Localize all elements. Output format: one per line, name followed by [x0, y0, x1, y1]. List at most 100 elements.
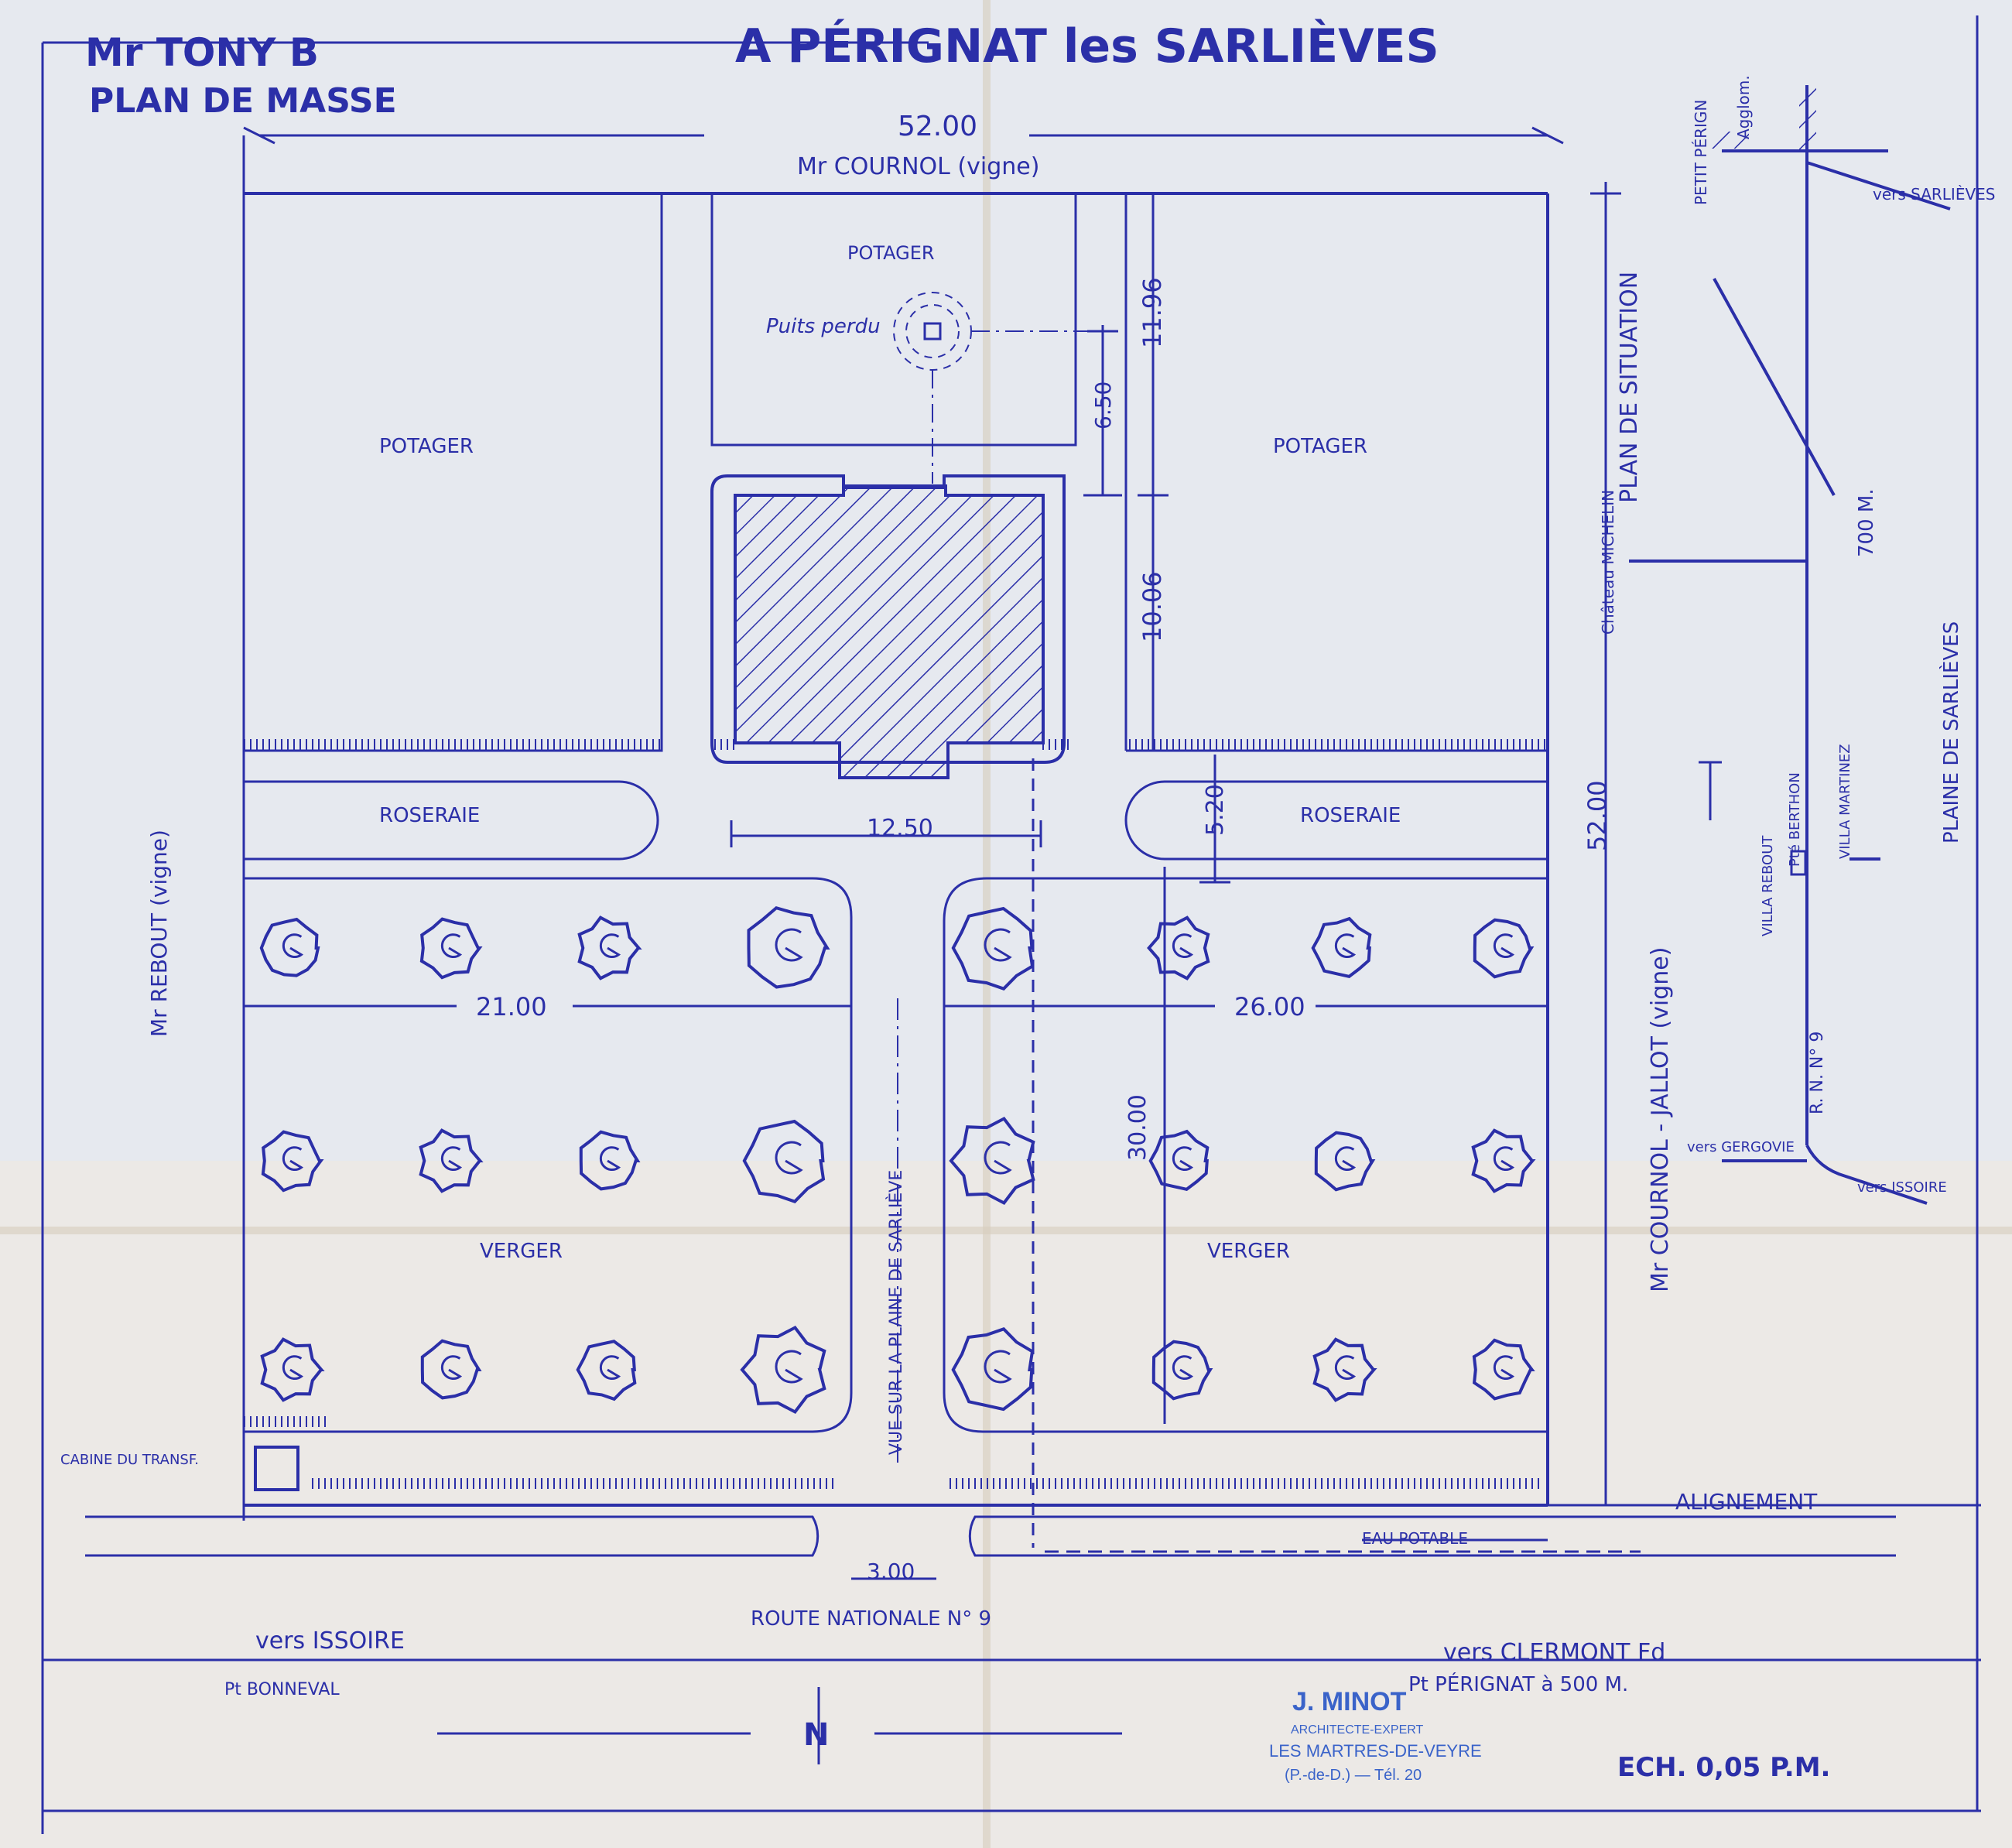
fruit-tree: [1311, 916, 1372, 978]
hedge-house-right: [1041, 739, 1072, 750]
fruit-tree-core: [984, 928, 1012, 962]
label-roseraie-right: ROSERAIE: [1300, 804, 1401, 827]
dimension-house-width-line: [730, 820, 1042, 847]
dimension-right-chain: [1083, 193, 1230, 884]
dimension-house-depth: 10.06: [1138, 571, 1167, 642]
dimension-top-width: 52.00: [898, 111, 977, 142]
fruit-tree: [1471, 1128, 1536, 1193]
fruit-tree: [747, 905, 830, 989]
label-cabin: CABINE DU TRANSF.: [60, 1452, 199, 1468]
hedge-house-left: [712, 739, 739, 750]
north-label: N: [803, 1717, 829, 1753]
road-lines: [43, 1504, 1981, 1661]
fruit-tree-core: [1493, 933, 1515, 959]
fruit-tree: [1148, 1129, 1210, 1191]
situation-agglom-block-right: [1799, 85, 1816, 151]
sheet-border: [41, 15, 1981, 1834]
hedge-left: [244, 739, 662, 750]
label-eau-potable: EAU POTABLE: [1362, 1529, 1468, 1548]
fruit-tree: [742, 1119, 826, 1204]
transformer-cabin: [254, 1446, 299, 1491]
label-roseraie-left: ROSERAIE: [379, 804, 480, 827]
situation-chateau: Château MICHELIN: [1599, 490, 1617, 635]
situation-plaine: PLAINE DE SARLIÈVES: [1938, 621, 1963, 844]
hedge-right: [1126, 739, 1548, 750]
situation-map-roads: [1629, 85, 1951, 1205]
situation-distance: 700 M.: [1855, 488, 1878, 557]
north-indicator: [437, 1687, 1122, 1764]
fruit-trees: [259, 905, 1536, 1415]
label-potager-right: POTAGER: [1273, 435, 1367, 458]
potager-center-bed: [710, 192, 1077, 447]
fruit-tree-core: [1172, 1355, 1194, 1381]
fruit-tree-core: [599, 1146, 621, 1172]
fruit-tree: [420, 1339, 482, 1400]
situation-rn9: R. N. N° 9: [1808, 1032, 1827, 1114]
fruit-tree-core: [775, 1141, 803, 1175]
situation-pte-berthon: Pté BERTHON: [1787, 772, 1803, 867]
situation-vers-sarlieves: vers SARLIÈVES: [1873, 185, 1995, 204]
hedge-front-left: [244, 1416, 329, 1427]
header-place: A PÉRIGNAT les SARLIÈVES: [735, 18, 1439, 74]
dimension-verger-right: 26.00: [1234, 992, 1305, 1022]
fruit-tree-core: [1334, 1355, 1357, 1381]
neighbour-west: Mr REBOUT (vigne): [146, 830, 172, 1037]
fruit-tree-core: [1493, 1146, 1515, 1172]
fruit-tree: [1151, 1340, 1213, 1401]
fruit-tree-core: [984, 1141, 1012, 1175]
fruit-tree: [577, 915, 642, 980]
situation-title: PLAN DE SITUATION: [1616, 272, 1643, 503]
fruit-tree: [1147, 915, 1210, 980]
fruit-tree-core: [440, 1355, 463, 1381]
situation-agglom: Agglom.: [1734, 75, 1753, 139]
architect-title: ARCHITECTE-EXPERT: [1291, 1723, 1424, 1737]
road-west-direction: vers ISSOIRE: [255, 1627, 405, 1655]
fruit-tree-core: [1334, 1146, 1357, 1172]
label-alley: VUE SUR LA PLAINE DE SARLIÈVE: [886, 1170, 906, 1455]
situation-vers-gergovie: vers GERGOVIE: [1687, 1139, 1795, 1155]
fruit-tree: [259, 917, 320, 977]
fruit-tree-core: [282, 933, 304, 959]
verger-left-bed: [244, 877, 853, 1433]
road-name: ROUTE NATIONALE N° 9: [751, 1607, 991, 1631]
fruit-tree: [951, 906, 1035, 991]
fruit-tree-core: [599, 933, 621, 959]
dimension-potager-depth: 11.96: [1138, 277, 1167, 348]
architect-phone: (P.-de-D.) — Tél. 20: [1285, 1767, 1422, 1784]
potager-right-bed: [1124, 193, 1548, 752]
fruit-tree-core: [775, 1350, 803, 1384]
situation-petit-perignat: PETIT PÉRIGN: [1692, 100, 1710, 205]
neighbour-east: Mr COURNOL - JALLOT (vigne): [1647, 947, 1674, 1292]
hedge-front-mid: [310, 1478, 836, 1489]
hedge-front-right: [948, 1478, 1544, 1489]
situation-agglom-block-left: [1710, 132, 1749, 149]
dimension-depth-right-line: [1590, 182, 1621, 1505]
dimension-gate: 3.00: [867, 1559, 915, 1584]
label-verger-left: VERGER: [480, 1240, 563, 1263]
situation-villa-martinez: VILLA MARTINEZ: [1837, 744, 1853, 859]
dimension-depth-right: 52.00: [1583, 780, 1612, 851]
label-well: Puits perdu: [766, 315, 881, 338]
fruit-tree-core: [1172, 1146, 1194, 1172]
dimension-verger-left: 21.00: [476, 992, 547, 1022]
situation-north-arrow: [1699, 761, 1722, 820]
fruit-tree: [419, 1128, 484, 1193]
fruit-tree-core: [984, 1350, 1012, 1384]
fruit-tree: [1312, 1337, 1377, 1402]
dimension-well-offset: 6.50: [1090, 382, 1116, 429]
road-east-sub: Pt PÉRIGNAT à 500 M.: [1408, 1672, 1628, 1696]
fruit-tree: [1473, 918, 1535, 979]
fruit-tree-core: [775, 928, 803, 962]
fruit-tree: [740, 1325, 826, 1415]
label-verger-right: VERGER: [1207, 1240, 1290, 1263]
label-alignement: ALIGNEMENT: [1675, 1489, 1818, 1514]
fruit-tree-core: [282, 1355, 304, 1381]
fruit-tree: [260, 1337, 325, 1402]
neighbour-north: Mr COURNOL (vigne): [797, 153, 1039, 180]
roseraie-left-bed: [244, 780, 659, 861]
fruit-tree-core: [282, 1146, 304, 1172]
fruit-tree: [949, 1116, 1035, 1206]
fruit-tree: [419, 917, 483, 980]
